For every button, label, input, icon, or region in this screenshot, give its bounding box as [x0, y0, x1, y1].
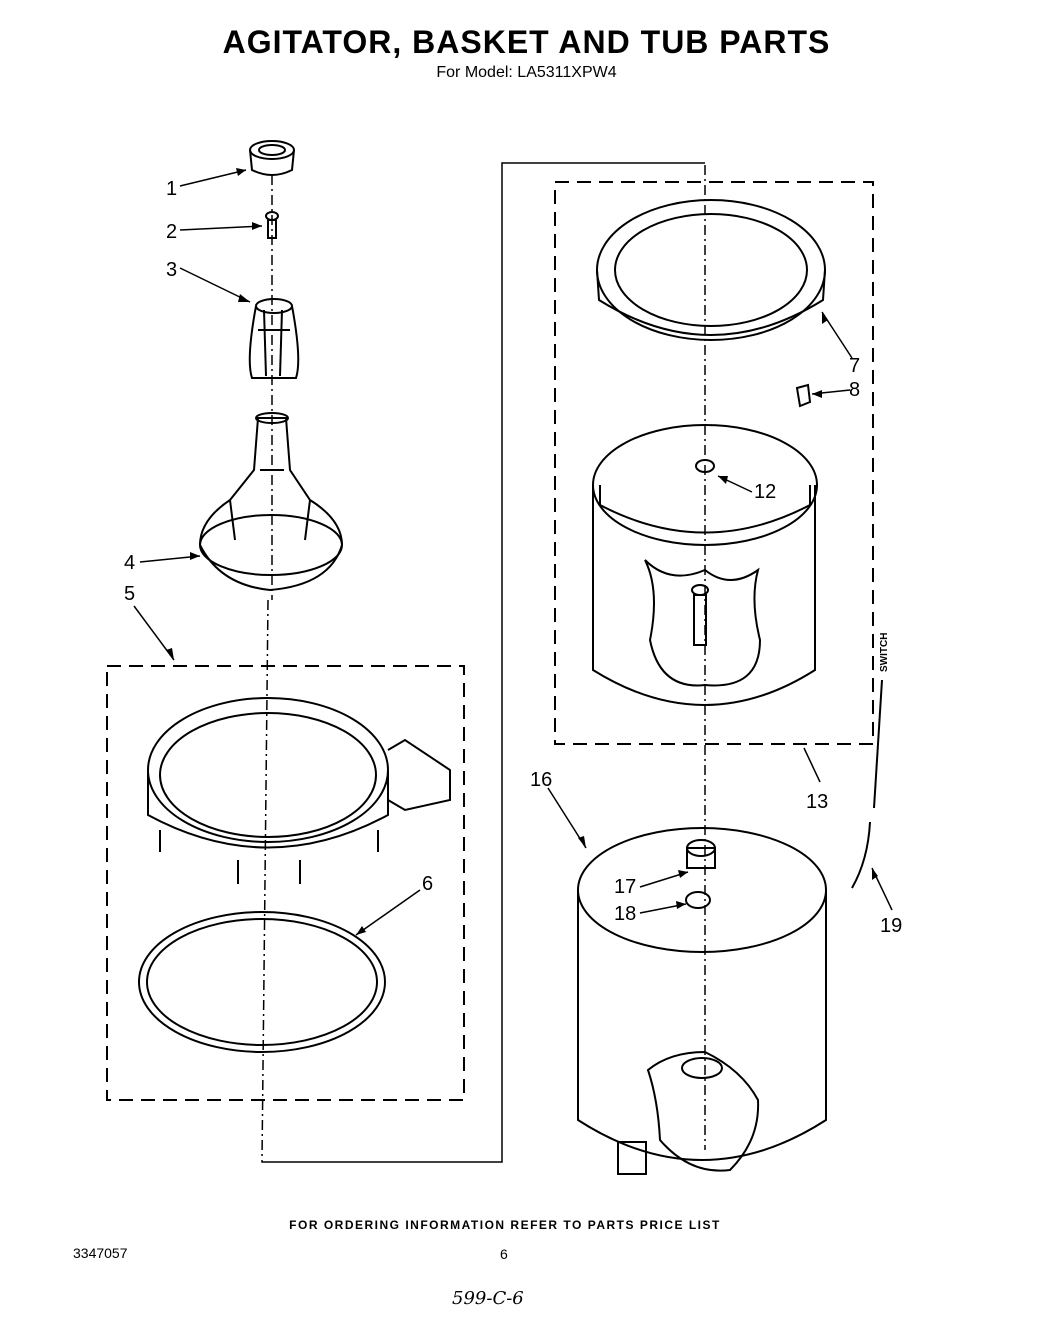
callout-label-4: 4: [124, 552, 135, 574]
callout-label-16: 16: [530, 769, 552, 791]
part-7-tub-top-ring: [596, 199, 826, 341]
callout-labels: 1 2 3 4 5 6 7 8 12 13 16 17 18 19: [124, 178, 902, 937]
callout-label-1: 1: [166, 178, 177, 200]
callout-label-13: 13: [806, 791, 828, 813]
part-8-screw: [795, 383, 812, 408]
part-3-agitator-cam: [248, 298, 300, 379]
basket: [592, 424, 818, 706]
callout-label-17: 17: [614, 876, 636, 898]
callout-label-19: 19: [880, 915, 902, 937]
callout-label-7: 7: [849, 355, 860, 377]
handwritten-code: 599-C-6: [452, 1288, 524, 1309]
page-number: 6: [500, 1246, 508, 1262]
switch-label: SWITCH: [879, 633, 890, 672]
callout-label-8: 8: [849, 379, 860, 401]
callout-label-6: 6: [422, 873, 433, 895]
part-2-bolt: [265, 211, 279, 239]
callout-label-12: 12: [754, 481, 776, 503]
assembly-link-line: [261, 162, 705, 1163]
part-12-nut: [695, 459, 715, 473]
part-18-seal: [685, 891, 711, 909]
part-17-bearing: [686, 839, 716, 869]
part-4-agitator: [198, 412, 344, 592]
callout-label-2: 2: [166, 221, 177, 243]
assembly-axis-lines: [261, 165, 706, 1161]
callout-label-3: 3: [166, 259, 177, 281]
group-box-5: [106, 665, 465, 1101]
part-19-switch-hose: [851, 679, 883, 889]
page-title: AGITATOR, BASKET AND TUB PARTS: [222, 24, 831, 60]
model-line: For Model: LA5311XPW4: [436, 64, 617, 81]
group-box-13: [554, 181, 874, 745]
ordering-note: FOR ORDERING INFORMATION REFER TO PARTS …: [289, 1218, 721, 1232]
part-5-tub-ring: [147, 697, 451, 884]
callout-label-5: 5: [124, 583, 135, 605]
callout-label-18: 18: [614, 903, 636, 925]
part-6-seal-ring: [138, 911, 386, 1053]
callout-arrowheads: [166, 168, 878, 935]
part-1-agitator-cap: [249, 140, 295, 176]
doc-number: 3347057: [73, 1245, 128, 1261]
part-16-outer-tub: [577, 827, 827, 1175]
callout-leaders: [133, 169, 893, 936]
